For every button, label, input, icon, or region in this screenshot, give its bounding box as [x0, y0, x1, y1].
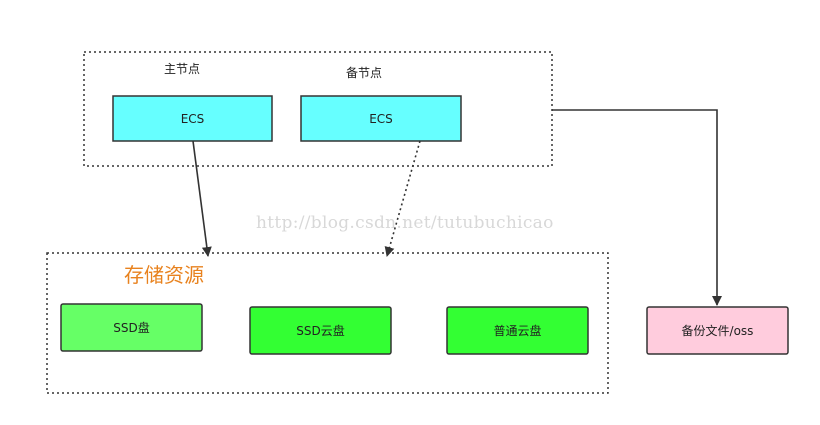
backup-label: 备份文件/oss — [682, 323, 754, 338]
standard-cloud-disk-label: 普通云盘 — [493, 323, 541, 338]
primary-to-storage-arrow — [192, 140, 212, 257]
standby-to-storage-arrow — [384, 140, 421, 257]
primary-node-label: 主节点 — [164, 62, 200, 76]
standby-ecs-label: ECS — [369, 112, 393, 126]
ssd-disk-label: SSD盘 — [113, 320, 149, 335]
backup-connector-arrow — [552, 109, 722, 306]
backup-box[interactable] — [646, 306, 789, 355]
storage-title: 存储资源 — [124, 263, 204, 287]
primary-ecs-box[interactable] — [112, 95, 273, 142]
ssd-cloud-disk-box[interactable] — [249, 306, 392, 355]
standard-cloud-disk-box[interactable] — [446, 306, 589, 355]
standby-ecs-box[interactable] — [300, 95, 462, 142]
standby-node-label: 备节点 — [346, 66, 382, 80]
storage-group-box — [46, 252, 609, 394]
node-group-box — [83, 51, 553, 167]
primary-ecs-label: ECS — [181, 112, 205, 126]
ssd-disk-box[interactable] — [60, 303, 203, 352]
ssd-cloud-disk-label: SSD云盘 — [296, 323, 344, 338]
watermark-text: http://blog.csdn.net/tutubuchicao — [256, 213, 554, 233]
